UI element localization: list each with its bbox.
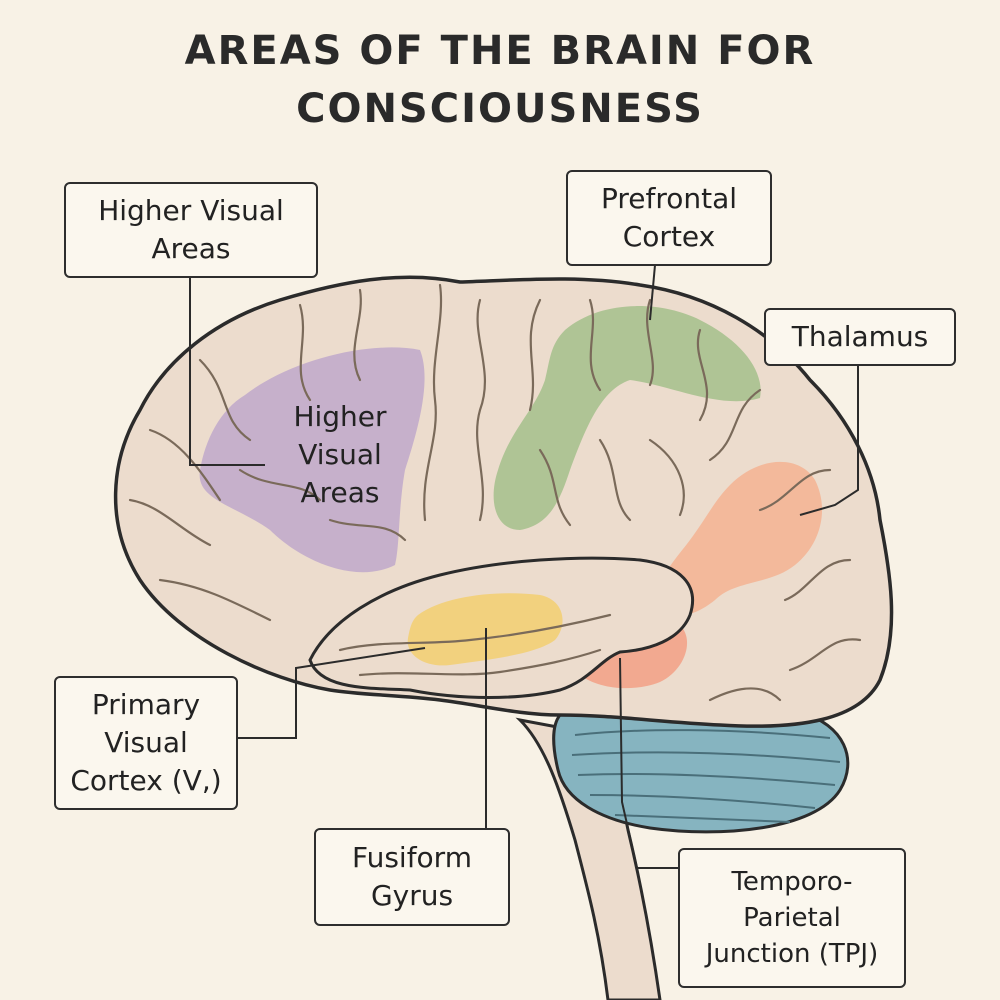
title-line-1: AREAS OF THE BRAIN FOR [184, 28, 816, 74]
callout-line: Higher Visual [98, 194, 284, 227]
cerebellum-folds [571, 729, 841, 823]
callout-line: Temporo- [731, 867, 853, 897]
callout-line: Gyrus [370, 879, 454, 912]
higher-visual-region [199, 347, 425, 573]
callout-line: Prefrontal [600, 182, 738, 215]
fusiform-gyrus-callout: Fusiform Gyrus [314, 828, 510, 926]
title-line-2: CONSCIOUSNESS [296, 86, 704, 132]
higher-visual-region-label: Higher Visual Areas [255, 398, 425, 512]
primary-visual-cortex-callout: Primary Visual Cortex (V,) [54, 676, 238, 810]
prefrontal-region [493, 306, 761, 530]
thalamus-region [659, 461, 823, 615]
callout-line: Visual [104, 726, 188, 759]
higher-visual-areas-callout: Higher Visual Areas [64, 182, 318, 278]
higher-visual-region-line-2: Visual [298, 438, 382, 471]
leader-lines [189, 264, 859, 869]
higher-visual-region-line-1: Higher [293, 400, 387, 433]
callout-line: Thalamus [791, 320, 929, 353]
callout-line: Fusiform [352, 841, 472, 874]
callout-line: Parietal [743, 903, 841, 933]
callout-line: Primary [91, 688, 201, 721]
callout-line: Areas [151, 232, 231, 265]
callout-line: Junction (TPJ) [705, 939, 879, 969]
prefrontal-cortex-callout: Prefrontal Cortex [566, 170, 772, 266]
callout-line: Cortex (V,) [70, 764, 222, 797]
callout-line: Cortex [622, 220, 716, 253]
diagram-title: AREAS OF THE BRAIN FOR CONSCIOUSNESS [0, 22, 1000, 138]
brain-folds [128, 283, 862, 702]
tpj-callout: Temporo- Parietal Junction (TPJ) [678, 848, 906, 988]
higher-visual-region-line-3: Areas [300, 476, 380, 509]
thalamus-callout: Thalamus [764, 308, 956, 366]
